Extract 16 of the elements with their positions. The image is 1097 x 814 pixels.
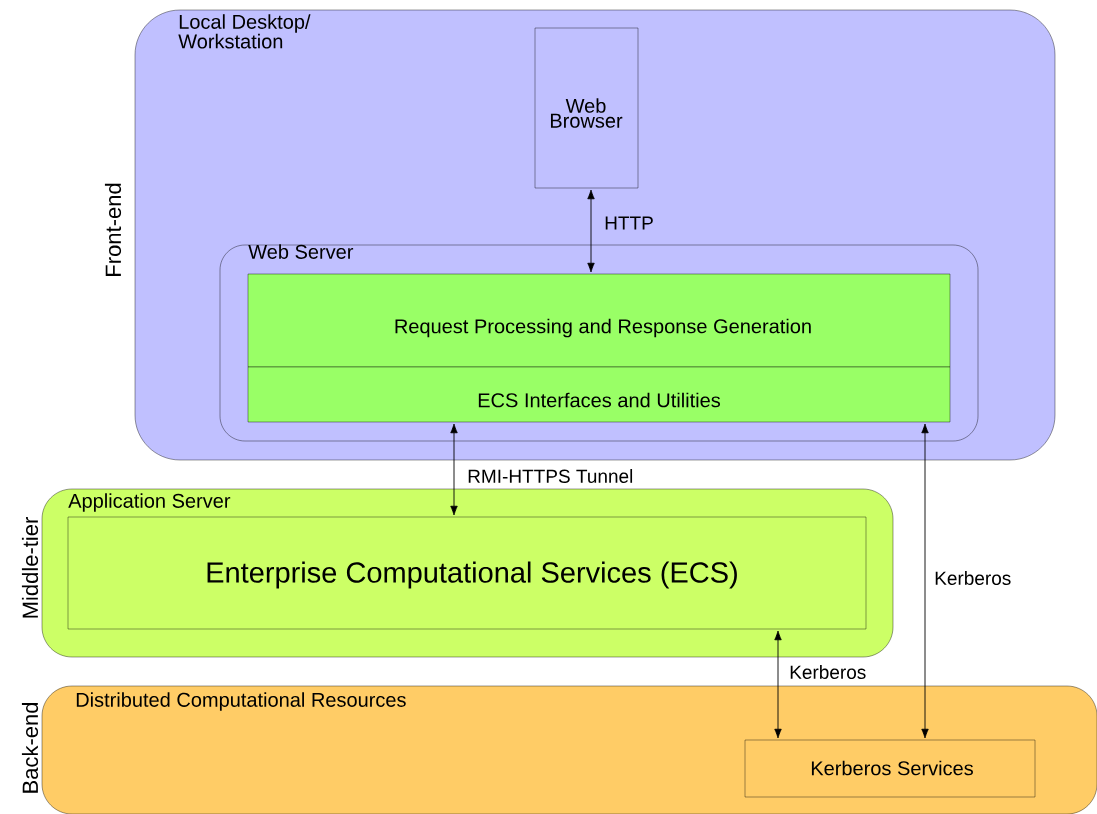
browser-box: Web Browser xyxy=(534,27,639,189)
processing-box: Request Processing and Response Generation xyxy=(247,273,951,368)
edge-label: HTTP xyxy=(605,216,653,230)
interfaces-box: ECS Interfaces and Utilities xyxy=(247,366,951,423)
edge-label: Kerberos xyxy=(935,571,1011,585)
arrow xyxy=(587,189,595,273)
ecs-box: Enterprise Computational Services (ECS) xyxy=(67,516,867,630)
arrow xyxy=(774,630,782,739)
tier-label: Front-end xyxy=(104,183,122,276)
arrow xyxy=(921,423,929,739)
tier-label: Middle-tier xyxy=(21,517,39,618)
edge-label: RMI-HTTPS Tunnel xyxy=(468,469,633,483)
tier-label: Back-end xyxy=(21,702,39,793)
kerberos-services-box: Kerberos Services xyxy=(744,739,1036,798)
arrow xyxy=(450,423,458,516)
edge-label: Kerberos xyxy=(790,665,866,679)
